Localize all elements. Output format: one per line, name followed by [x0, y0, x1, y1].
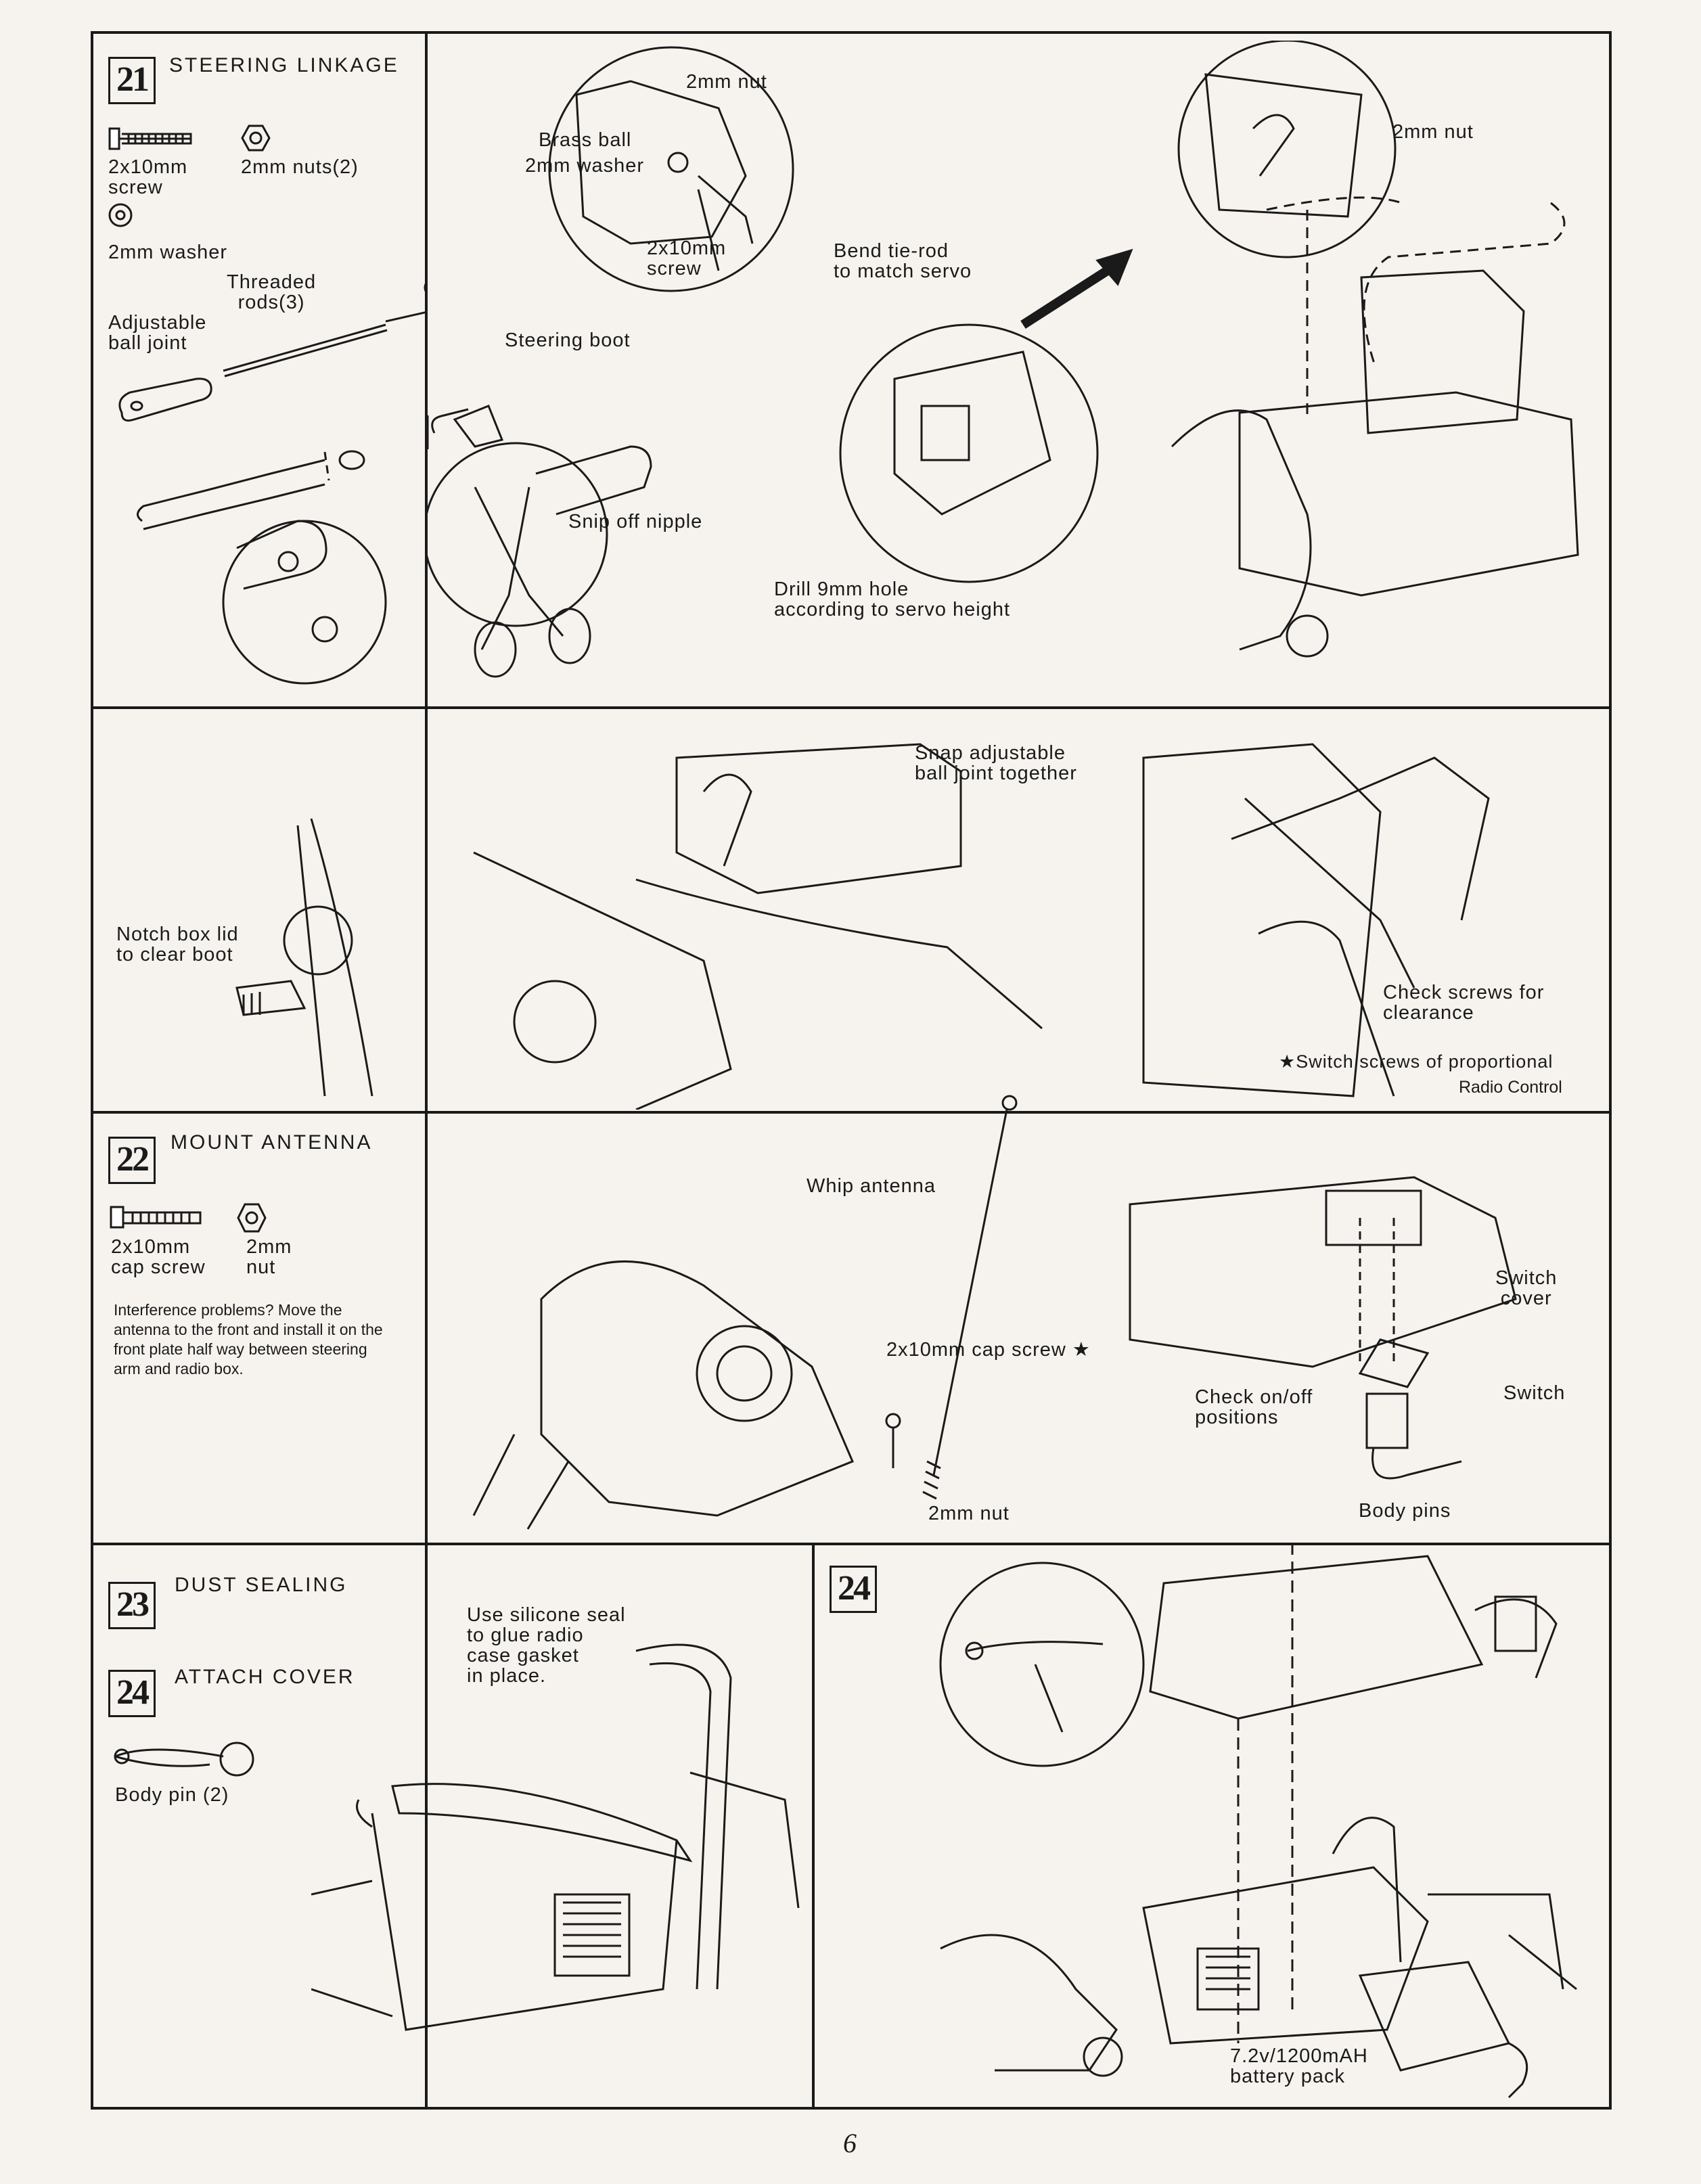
body-pin-icon: [114, 1742, 254, 1777]
dust-sealing-illustration: [311, 1643, 800, 2031]
brass-ball-label: Brass ball: [539, 129, 632, 151]
body-pin-label: Body pin (2): [115, 1784, 229, 1806]
step-23-title: DUST SEALING: [175, 1574, 348, 1596]
antenna-mount-illustration: [472, 1095, 1517, 1530]
whip-antenna-label: Whip antenna: [807, 1175, 936, 1197]
step-24-number: 24: [108, 1670, 156, 1717]
page-number: 6: [843, 2128, 857, 2158]
two-mm-nut-antenna-label: 2mm nut: [928, 1503, 1010, 1524]
step-24b-number: 24: [830, 1566, 877, 1613]
attach-cover-illustration: [939, 1543, 1577, 2099]
notch-box-lid-illustration: [235, 818, 373, 1097]
step-22-number: 22: [108, 1137, 156, 1184]
step-21-title: STEERING LINKAGE: [169, 54, 399, 76]
step-21-assembly-illustration: [428, 41, 1579, 678]
interference-note: Interference problems? Move the antenna …: [114, 1301, 383, 1378]
step-23-number: 23: [108, 1582, 156, 1629]
step-24-title: ATTACH COVER: [175, 1666, 355, 1688]
snip-off-nipple-label: Snip off nipple: [568, 511, 703, 532]
step-22-title: MOUNT ANTENNA: [171, 1131, 373, 1154]
part-nuts-label: 2mm nuts(2): [241, 156, 359, 178]
ball-joint-assembly-illustration: [473, 743, 1490, 1110]
two-mm-washer-label: 2mm washer: [525, 155, 644, 177]
switch-label: Switch: [1503, 1382, 1566, 1404]
two-mm-nut-right-label: 2mm nut: [1392, 121, 1474, 143]
cap-screw-star-label: 2x10mm cap screw ★: [886, 1339, 1091, 1361]
body-pins-label: Body pins: [1359, 1500, 1451, 1522]
part-washer-label: 2mm washer: [108, 242, 227, 263]
steering-boot-label: Steering boot: [505, 329, 631, 351]
radio-control-label: Radio Control: [1459, 1078, 1562, 1097]
step-21-number: 21: [108, 57, 156, 104]
switch-screws-label: ★Switch screws of proportional: [1279, 1051, 1553, 1072]
step-21-parts-illustration: [108, 124, 426, 685]
step-22-parts-icons: [110, 1203, 267, 1233]
two-mm-nut-top-label: 2mm nut: [686, 71, 767, 93]
